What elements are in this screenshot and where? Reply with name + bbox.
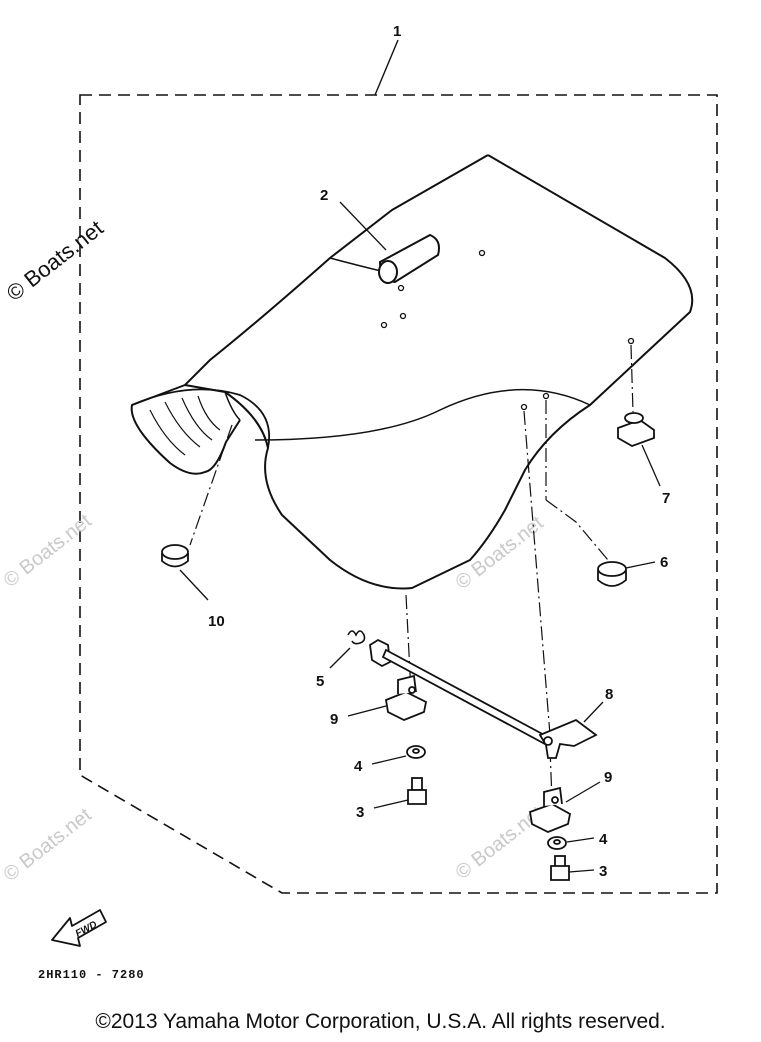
callout-6: 6	[660, 554, 668, 571]
grab-handle-end	[378, 260, 398, 284]
leader-8	[583, 701, 604, 723]
damper-7	[617, 412, 655, 447]
leader-3a	[373, 799, 409, 809]
seat-rib	[164, 401, 201, 448]
seat-top-ridge	[184, 154, 489, 386]
spring-5	[347, 630, 366, 645]
leader-2	[339, 201, 387, 251]
seat-crease	[254, 388, 591, 441]
copyright-notice: ©2013 Yamaha Motor Corporation, U.S.A. A…	[95, 1010, 666, 1033]
damper-7-top	[624, 412, 644, 424]
bolt-3-left	[407, 777, 427, 805]
leader-4b	[566, 837, 595, 843]
callout-10: 10	[208, 613, 225, 630]
alignment-line	[189, 424, 233, 546]
fwd-arrow-shape	[51, 909, 107, 947]
clip-9-right-hole	[551, 796, 559, 804]
seat-lock-rod	[369, 638, 598, 759]
callout-4b: 4	[599, 831, 608, 848]
seat-side	[224, 391, 241, 421]
callout-3a: 3	[356, 804, 364, 821]
seat-front-opening	[131, 388, 270, 449]
seat-hole	[627, 337, 635, 345]
leader-9a	[347, 705, 387, 717]
clip-9-left	[384, 674, 428, 721]
callout-9b: 9	[604, 769, 612, 786]
seat-rib	[181, 397, 213, 441]
lock-bracket	[538, 718, 598, 759]
callout-4a: 4	[354, 758, 363, 775]
leader-10	[179, 569, 209, 601]
bolt-3-right-head	[550, 865, 570, 881]
fwd-arrow: FWD	[51, 909, 107, 947]
seat-outline	[130, 154, 694, 590]
cushion-10-top	[161, 544, 189, 560]
grab-handle	[378, 233, 440, 284]
rod-end	[543, 736, 553, 746]
leader-5	[329, 647, 351, 669]
callout-7: 7	[662, 490, 670, 507]
watermark-main: © Boats.net	[2, 215, 108, 306]
cushion-6-top	[597, 561, 627, 577]
leader-6	[625, 561, 656, 569]
cushion-6	[597, 561, 627, 587]
callout-8: 8	[605, 686, 613, 703]
callout-9a: 9	[330, 711, 338, 728]
seat-hole	[520, 403, 528, 411]
seat-hole	[380, 321, 388, 329]
callout-2: 2	[320, 187, 328, 204]
alignment-line	[630, 344, 634, 413]
callout-5: 5	[316, 673, 324, 690]
spring-5-coil	[347, 630, 366, 645]
callout-3b: 3	[599, 863, 607, 880]
leader-1	[374, 39, 399, 96]
bolt-3-left-shank	[411, 777, 423, 791]
seat-hole	[478, 249, 486, 257]
clip-9-left-body	[384, 691, 428, 721]
seat-hole	[399, 312, 407, 320]
bolt-3-left-head	[407, 789, 427, 805]
leader-9b	[565, 781, 601, 803]
leader-3b	[568, 869, 595, 873]
drawing-code: 2HR110 - 7280	[38, 968, 145, 982]
seat-hole	[397, 284, 405, 292]
clip-9-left-hole	[408, 686, 416, 694]
watermark-faint: © Boats.net	[0, 510, 96, 592]
seat-holes	[380, 249, 635, 411]
group-label: 1	[393, 23, 401, 40]
seat-rib	[197, 395, 221, 431]
leader-4a	[371, 755, 407, 765]
clip-9-right	[528, 786, 572, 833]
seat-hole	[542, 392, 550, 400]
washer-4-right	[547, 836, 567, 850]
bolt-3-right	[550, 855, 570, 881]
seat-rib	[149, 409, 186, 456]
washer-4-right-hole	[553, 839, 561, 845]
washer-4-left	[406, 745, 426, 759]
leader-7	[641, 444, 661, 487]
alignment-line	[523, 410, 551, 736]
washer-4-left-hole	[412, 748, 420, 754]
damper-7-body	[617, 418, 655, 447]
rod-left-bracket	[369, 638, 391, 668]
cushion-10	[161, 544, 189, 568]
watermark-faint: © Boats.net	[0, 804, 96, 886]
leader-6-path	[545, 499, 609, 561]
seat	[130, 154, 694, 590]
